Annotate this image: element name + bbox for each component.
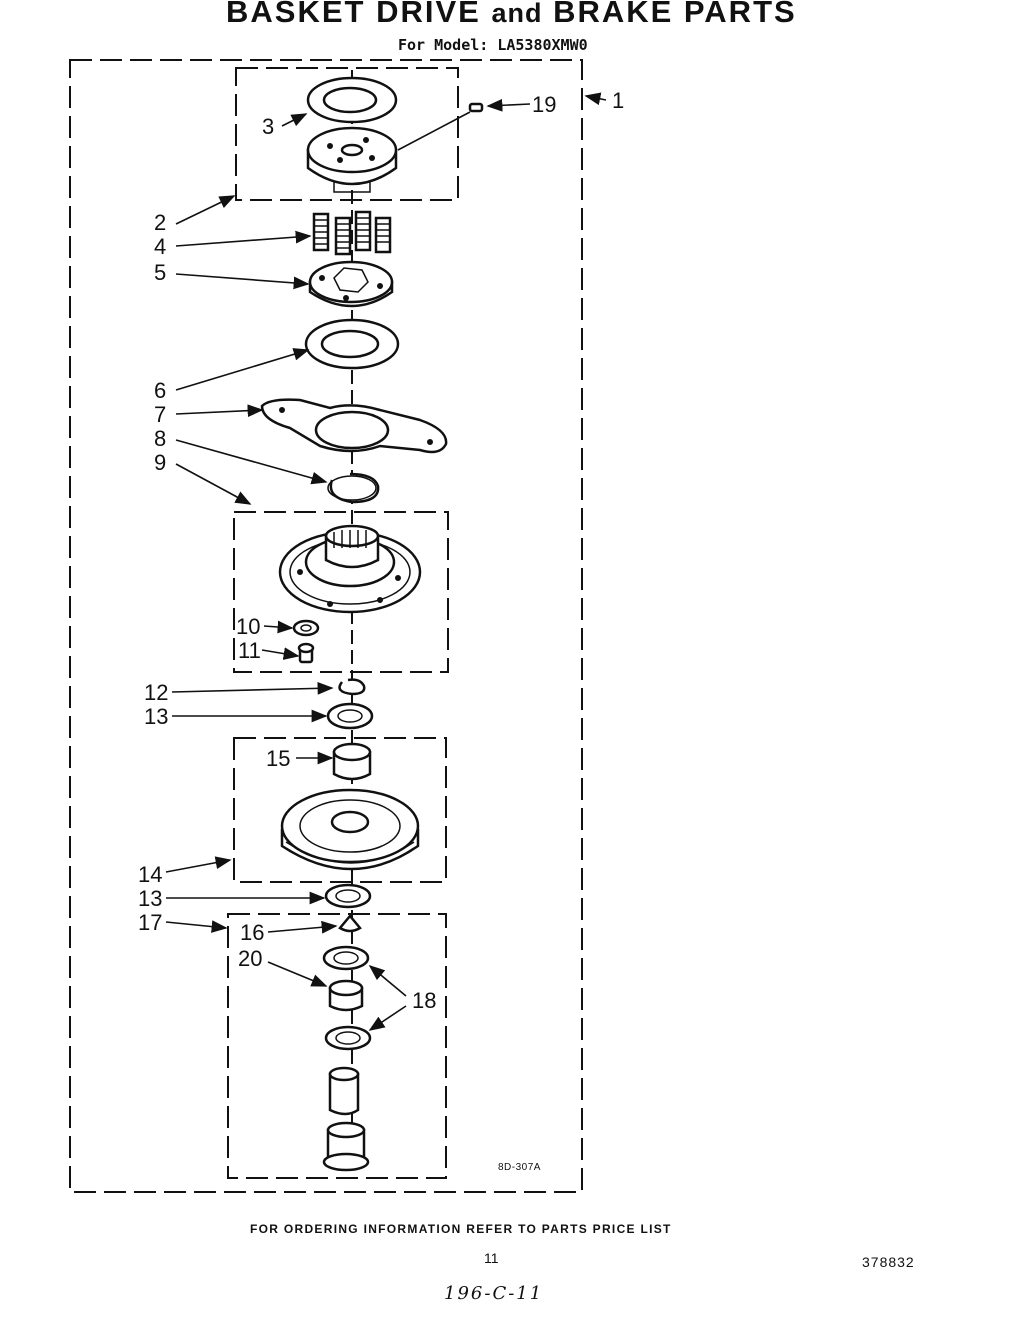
part-9-hub [278, 524, 422, 614]
assembly-box-2 [235, 67, 459, 201]
callout-9: 9 [154, 450, 166, 475]
figure-reference: 8D-307A [498, 1162, 541, 1173]
callout-10: 10 [236, 614, 260, 639]
callout-17: 17 [138, 910, 162, 935]
callout-1: 1 [612, 88, 624, 113]
model-subtitle: For Model: LA5380XMW0 [398, 36, 588, 54]
assembly-box-14 [233, 737, 447, 883]
callout-13-upper: 13 [144, 704, 168, 729]
callout-6: 6 [154, 378, 166, 403]
part-18-bearing-upper [322, 945, 370, 971]
part-13-bearing-lower [324, 883, 372, 909]
part-11-screw [297, 642, 315, 664]
callout-19: 19 [532, 92, 556, 117]
part-19-pin [468, 102, 484, 113]
assembly-box-9 [233, 511, 449, 673]
part-12-snap-ring [338, 678, 366, 696]
callout-3: 3 [262, 114, 274, 139]
part-7-bracket [260, 398, 448, 454]
callout-8: 8 [154, 426, 166, 451]
part-6-ring [304, 318, 400, 370]
callout-20: 20 [238, 946, 262, 971]
part-20-sleeve [328, 979, 364, 1012]
handwritten-code: 196-C-11 [444, 1283, 544, 1304]
assembly-box-17 [227, 913, 447, 1179]
part-18-bearing-lower [324, 1025, 372, 1051]
callout-7: 7 [154, 402, 166, 427]
part-3-ring [306, 76, 398, 124]
title-part-b: and [491, 0, 543, 28]
leader-lines [165, 92, 607, 1031]
callout-14: 14 [138, 862, 162, 887]
ordering-footer: FOR ORDERING INFORMATION REFER TO PARTS … [250, 1222, 672, 1236]
callout-2: 2 [154, 210, 166, 235]
callout-4: 4 [154, 234, 166, 259]
document-number: 378832 [862, 1254, 915, 1270]
callout-15: 15 [266, 746, 290, 771]
callout-12: 12 [144, 680, 168, 705]
callout-16: 16 [240, 920, 264, 945]
part-15-bushing [332, 742, 372, 781]
page-title: BASKET DRIVE and BRAKE PARTS [226, 0, 797, 30]
part-5-disc [308, 260, 394, 308]
title-part-a: BASKET DRIVE [226, 0, 481, 29]
assembly-box-outer [69, 59, 583, 1193]
part-14-pulley [280, 788, 420, 871]
callout-11: 11 [238, 638, 261, 663]
part-8-snap-ring [327, 472, 380, 504]
part-2-disc [306, 126, 398, 193]
part-4-springs [312, 210, 392, 256]
title-part-c: BRAKE PARTS [553, 0, 797, 29]
shaft-lower [322, 1121, 370, 1172]
callout-18: 18 [412, 988, 436, 1013]
callout-13-lower: 13 [138, 886, 162, 911]
part-16-cone [338, 914, 362, 933]
part-13-bearing-upper [326, 702, 374, 730]
part-10-washer [292, 619, 320, 637]
page-number: 11 [484, 1250, 499, 1266]
shaft-upper [328, 1066, 360, 1116]
callout-5: 5 [154, 260, 166, 285]
